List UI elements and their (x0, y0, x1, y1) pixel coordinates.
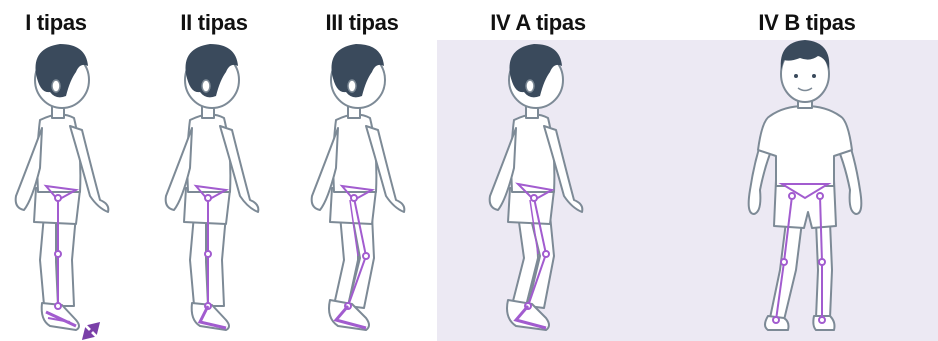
figure-type-4b (740, 0, 890, 341)
leg-left (816, 222, 832, 318)
torso (758, 106, 852, 186)
rotation-arrow-icon (84, 324, 98, 338)
figure-type-2 (150, 0, 280, 341)
figure-type-4a (474, 0, 614, 341)
figure-type-3 (296, 0, 426, 341)
figure-type-1 (0, 0, 130, 341)
ear (52, 80, 60, 92)
torso (37, 114, 80, 192)
leg-right (770, 222, 802, 320)
